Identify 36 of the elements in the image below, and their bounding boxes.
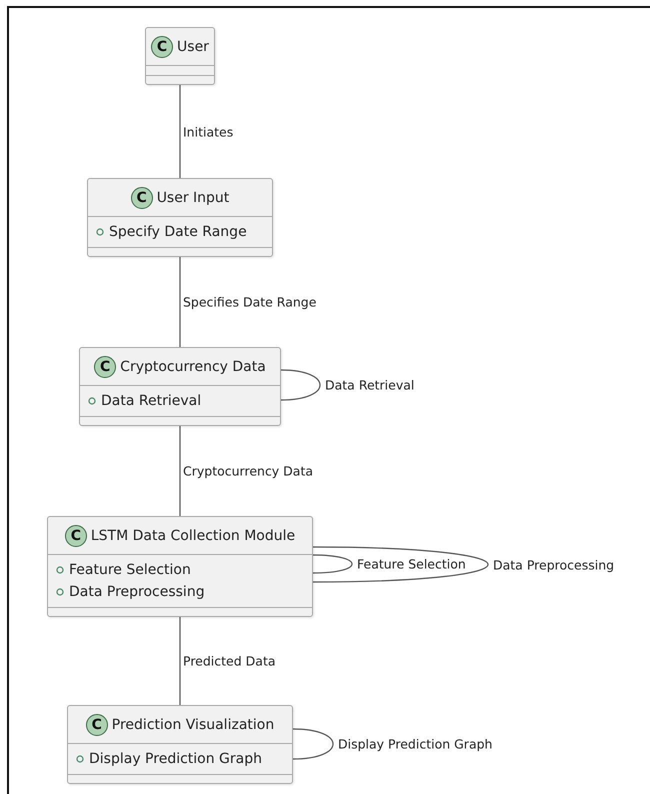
attribute-text: Data Retrieval (101, 393, 202, 409)
edge-label: Specifies Date Range (182, 294, 318, 310)
connector-line (179, 257, 181, 347)
attribute-text: Display Prediction Graph (89, 751, 262, 767)
class-name: User (177, 38, 209, 54)
self-loop-line (292, 728, 334, 760)
edge-label: Cryptocurrency Data (182, 464, 314, 478)
class-badge: C (86, 714, 108, 736)
class-badge: C (151, 36, 174, 58)
edge-label: Initiates (182, 124, 234, 139)
class-box (87, 178, 273, 257)
class-box (67, 705, 293, 784)
class-name: User Input (156, 190, 230, 206)
attribute-text: Feature Selection (69, 562, 191, 578)
edge-label: Data Preprocessing (492, 557, 616, 572)
class-name: Cryptocurrency Data (120, 358, 266, 374)
class-name: Prediction Visualization (112, 716, 274, 732)
edge-label: Predicted Data (182, 654, 276, 668)
attribute-text: Data Preprocessing (69, 584, 205, 600)
class-box (145, 27, 215, 85)
class-badge: C (64, 524, 87, 546)
class-box (79, 347, 281, 426)
edge-label: Feature Selection (356, 556, 467, 572)
connector-line (179, 617, 181, 705)
connector-line (179, 426, 181, 516)
self-loop-line (280, 369, 321, 401)
class-box (47, 516, 313, 617)
connector-line (179, 85, 181, 178)
edge-label: Display Prediction Graph (337, 736, 494, 752)
class-name: LSTM Data Collection Module (90, 528, 296, 544)
self-loop-line (312, 554, 353, 574)
attribute-text: Specify Date Range (109, 224, 247, 240)
edge-label: Data Retrieval (324, 378, 416, 392)
self-loop-line (313, 546, 488, 583)
class-badge: C (130, 186, 153, 208)
class-badge: C (94, 356, 116, 378)
